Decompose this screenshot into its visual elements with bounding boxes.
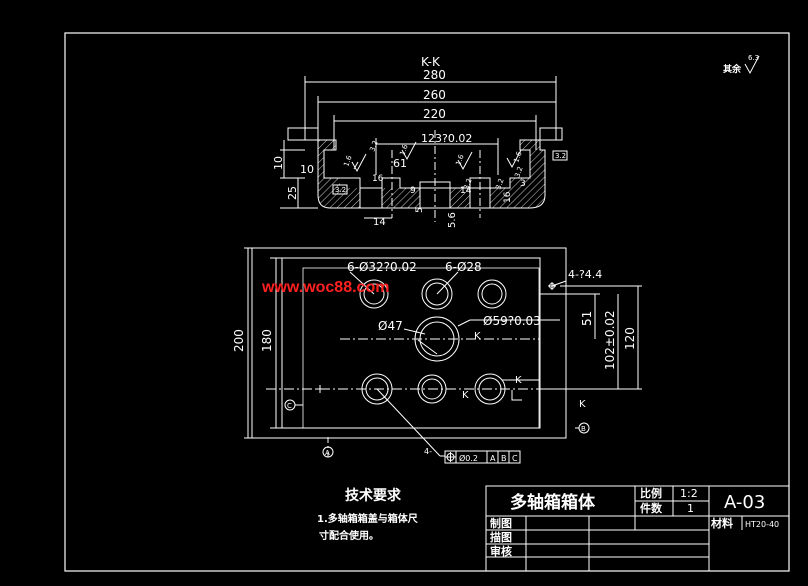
dim-123: 123?0.02 <box>421 132 472 145</box>
roughness-symbols: 1.6 1.6 1.6 1.6 3.2 3.2 3.2 3.2 3.2 3.2 <box>332 139 568 195</box>
k-marker-3: K <box>515 375 522 386</box>
roughness-3-2-d: 3.2 <box>494 177 505 190</box>
notes-line-2: 寸配合使用。 <box>319 529 379 542</box>
label-6-holes-28: 6-Ø28 <box>445 260 482 274</box>
pos-tol-count: 4- <box>424 447 432 456</box>
datum-c: C <box>287 402 292 410</box>
datum-a: A <box>325 449 330 457</box>
material-label: 材料 <box>711 516 733 530</box>
roughness-6-3: 6.3 <box>748 54 759 62</box>
k-marker-2: K <box>462 390 469 401</box>
dim-10b: 10 <box>300 163 314 176</box>
sheet-border <box>64 32 790 572</box>
roughness-1-6-c: 1.6 <box>454 153 466 167</box>
label-4-holes: 4-?4.4 <box>568 268 602 281</box>
label-6-holes-32: 6-Ø32?0.02 <box>347 260 417 274</box>
dim-16: 16 <box>372 174 384 184</box>
plan-view: K K K K 6-Ø32?0.02 6-Ø28 4-?4.4 Ø47 Ø59?… <box>232 247 642 464</box>
dim-5-6: 5.6 <box>447 212 458 228</box>
dim-180: 180 <box>260 329 274 352</box>
dim-61: 61 <box>393 157 407 170</box>
roughness-1-6-a: 1.6 <box>342 154 354 168</box>
notes-line-1: 1.多轴箱箱盖与箱体尺 <box>317 512 418 525</box>
k-marker-4: K <box>579 399 586 410</box>
pos-tol-datum-a: A <box>490 454 496 463</box>
roughness-3-2-e: 3.2 <box>513 165 524 178</box>
notes-title: 技术要求 <box>345 487 402 504</box>
dim-10a: 10 <box>272 156 285 170</box>
dim-25: 25 <box>286 186 299 200</box>
roughness-3-2-a: 3.2 <box>555 152 566 160</box>
dim-260: 260 <box>423 88 446 102</box>
dim-120: 120 <box>623 327 637 350</box>
hole-bottom-right <box>474 373 506 405</box>
traced-label: 描图 <box>490 530 512 544</box>
dim-3: 3 <box>520 179 526 189</box>
k-marker-1: K <box>474 331 481 342</box>
hole-top-mid <box>421 278 453 310</box>
hole-bottom-mid <box>417 374 447 404</box>
roughness-3-2-c: 3.2 <box>368 139 379 152</box>
roughness-1-6-b: 1.6 <box>398 143 410 157</box>
section-view: K-K 280 260 220 123?0.02 <box>272 54 760 228</box>
drawing-number: A-03 <box>724 492 765 513</box>
hole-top-left <box>359 279 389 309</box>
pos-tol-datum-c: C <box>512 454 518 463</box>
position-tolerance-frame: Ø0.2 A B C <box>444 450 521 464</box>
dim-51: 51 <box>580 311 594 326</box>
checked-label: 审核 <box>490 544 512 558</box>
hole-top-right <box>477 279 507 309</box>
dim-280: 280 <box>423 68 446 82</box>
hole-center <box>414 316 460 362</box>
scale-label: 比例 <box>640 486 662 500</box>
dim-220: 220 <box>423 107 446 121</box>
other-surfaces-label: 其余 <box>723 63 742 75</box>
title-block: 多轴箱箱体 比例 1:2 件数 1 A-03 材料 HT20-40 制图 描图 … <box>485 485 790 572</box>
qty-label: 件数 <box>640 501 663 515</box>
cavity-outline <box>302 267 540 429</box>
dim-5: 5 <box>415 207 425 213</box>
roughness-3-2-f: 3.2 <box>462 177 473 190</box>
hole-bottom-left <box>361 373 393 405</box>
roughness-1-6-d: 1.6 <box>512 150 524 164</box>
technical-notes: 技术要求 1.多轴箱箱盖与箱体尺 寸配合使用。 <box>317 487 418 542</box>
label-d47: Ø47 <box>378 319 403 333</box>
pos-tol-value: Ø0.2 <box>459 453 478 463</box>
datum-b: B <box>581 425 586 433</box>
dim-14a: 14 <box>373 217 386 228</box>
label-d59: Ø59?0.03 <box>483 314 541 328</box>
watermark: www.woc88.com <box>261 279 389 296</box>
dim-16b: 16 <box>503 191 513 203</box>
dim-200: 200 <box>232 329 246 352</box>
pos-tol-datum-b: B <box>501 454 507 463</box>
dim-14b: 14 <box>460 186 472 196</box>
scale-value: 1:2 <box>680 487 698 500</box>
outer-outline <box>251 247 567 439</box>
part-name: 多轴箱箱体 <box>510 492 596 513</box>
drawn-label: 制图 <box>490 516 512 530</box>
dim-9: 9 <box>410 186 416 196</box>
material-value: HT20-40 <box>745 520 779 529</box>
dim-102: 102±0.02 <box>603 310 617 370</box>
roughness-3-2-b: 3.2 <box>335 186 346 194</box>
section-title: K-K <box>421 55 441 69</box>
qty-value: 1 <box>687 502 694 515</box>
